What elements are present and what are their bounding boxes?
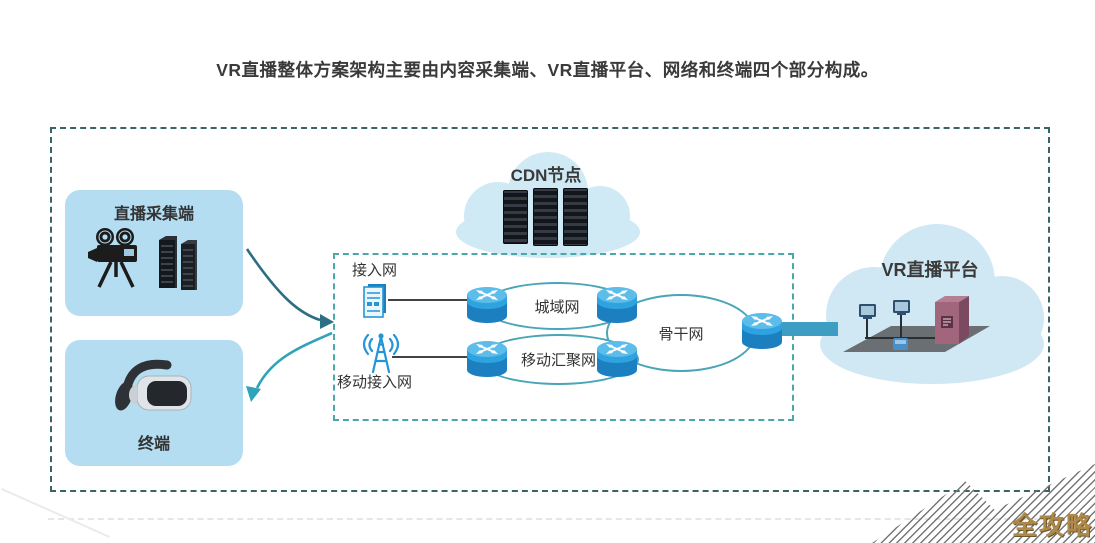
connector-line [392, 356, 468, 358]
server-tower-icon [533, 188, 558, 246]
watermark-text: 全攻略 [1011, 512, 1093, 540]
corner-line-left [1, 488, 110, 538]
router-icon [465, 337, 509, 379]
access-device-icon [361, 281, 391, 321]
terminal-box: 终端 [65, 340, 243, 466]
access-network-label: 接入网 [352, 262, 398, 279]
page-title: VR直播整体方案架构主要由内容采集端、VR直播平台、网络和终端四个部分构成。 [216, 60, 879, 80]
router-icon [465, 283, 509, 325]
cdn-servers-icon [503, 188, 588, 246]
server-tower-icon [563, 188, 588, 246]
outer-frame [50, 127, 1050, 492]
router-icon [595, 337, 639, 379]
server-rack-icon [153, 234, 205, 296]
platform-cloud-label: VR直播平台 [881, 260, 979, 280]
server-tower-icon [503, 190, 528, 244]
film-camera-icon [87, 226, 145, 290]
terminal-box-label: 终端 [137, 436, 170, 453]
platform-connector-bar [776, 322, 838, 336]
vr-headset-icon [107, 352, 199, 428]
router-icon [595, 283, 639, 325]
metro-ellipse-label: 城域网 [534, 298, 580, 316]
connector-line [388, 299, 468, 301]
faint-dashed-line [48, 518, 1060, 520]
router-icon [740, 309, 784, 351]
cdn-cloud-label: CDN节点 [510, 166, 582, 185]
backbone-ellipse-label: 骨干网 [658, 325, 704, 343]
mobile-agg-ellipse-label: 移动汇聚网 [520, 352, 596, 369]
mobile-access-label: 移动接入网 [337, 374, 413, 391]
lan-platform-icon [835, 288, 995, 362]
antenna-icon [358, 330, 404, 374]
capture-box: 直播采集端 [65, 190, 243, 316]
capture-box-label: 直播采集端 [113, 206, 194, 223]
